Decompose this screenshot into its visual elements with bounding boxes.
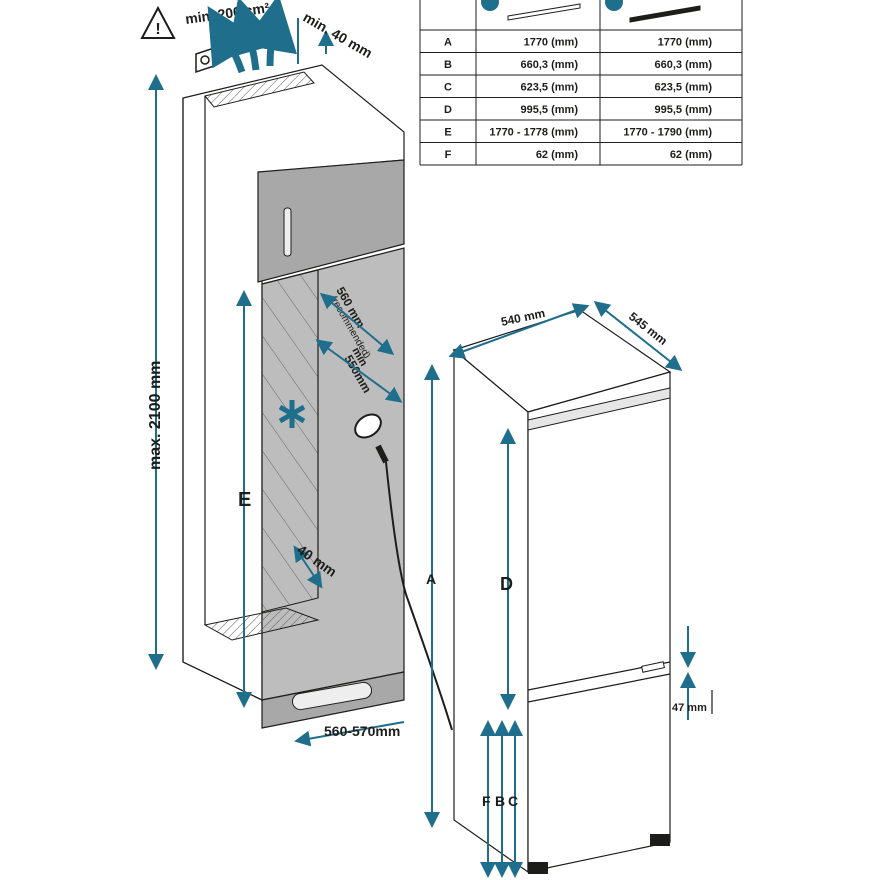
table-cell-col2: 660,3 (mm) (655, 59, 713, 71)
bracket-type-1-icon (481, 0, 581, 21)
label-f: F (482, 793, 491, 809)
plinth-vent (291, 681, 373, 711)
svg-text:!: ! (155, 21, 160, 38)
appliance-depth-label: 545 mm (626, 309, 670, 348)
table-row: E 1770 - 1778 (mm) 1770 - 1790 (mm) (420, 126, 742, 143)
table-cell-col2: 62 (mm) (670, 149, 713, 161)
top-vent-grille (204, 71, 315, 108)
socket-icon (195, 46, 215, 74)
table-cell-col1: 1770 - 1778 (mm) (489, 126, 578, 138)
table-cell-col1: 660,3 (mm) (521, 59, 579, 71)
max-height-label: max. 2100 mm (147, 361, 164, 470)
table-row: A 1770 (mm) 1770 (mm) (420, 36, 742, 53)
cabinet-niche (182, 64, 405, 729)
niche-width-label: 560-570mm (324, 723, 400, 739)
divider-gap-label: 47 mm (672, 702, 707, 714)
door-handle (283, 207, 292, 257)
table-cell-key: D (444, 104, 452, 116)
label-b: B (495, 793, 505, 809)
warning-text: min. 200 cm² (184, 0, 271, 27)
airflow-arrows-icon (207, 0, 298, 74)
table-cell-key: A (444, 36, 452, 48)
table-cell-col2: 1770 (mm) (658, 36, 713, 48)
table-cell-col2: 1770 - 1790 (mm) (623, 126, 712, 138)
plug-icon (354, 413, 389, 464)
table-cell-col1: 995,5 (mm) (521, 104, 579, 116)
table-cell-col1: 62 (mm) (536, 149, 579, 161)
table-cell-col2: 623,5 (mm) (655, 81, 713, 93)
label-a: A (426, 571, 436, 587)
top-gap-label: min. 40 mm (301, 9, 376, 61)
table-row: B 660,3 (mm) 660,3 (mm) (420, 59, 742, 76)
table-cell-col1: 623,5 (mm) (521, 81, 579, 93)
label-d: D (500, 574, 513, 594)
top-trim (527, 387, 671, 431)
label-e: E (238, 489, 251, 511)
bottom-vent-grille (203, 607, 320, 641)
bracket-type-2-icon (605, 0, 701, 23)
appliance (452, 309, 672, 874)
table-cell-key: C (444, 81, 452, 93)
cooling-symbol-icon (278, 400, 306, 428)
table-row: C 623,5 (mm) 623,5 (mm) (420, 81, 742, 98)
label-c: C (508, 793, 518, 809)
table-cell-col2: 995,5 (mm) (655, 104, 713, 116)
dimension-table: A 1770 (mm) 1770 (mm) B 660,3 (mm) 660,3 (mm)… (419, 0, 743, 166)
table-row: F 62 (mm) 62 (mm) (420, 149, 742, 166)
table-cell-key: F (445, 149, 452, 161)
table-row: D 995,5 (mm) 995,5 (mm) (420, 104, 742, 121)
table-cell-key: B (444, 59, 452, 71)
appliance-front (527, 371, 671, 873)
warning-icon: ! (140, 5, 176, 39)
table-cell-key: E (444, 126, 451, 138)
table-cell-col1: 1770 (mm) (524, 36, 579, 48)
upper-cabinet-door (257, 159, 405, 283)
